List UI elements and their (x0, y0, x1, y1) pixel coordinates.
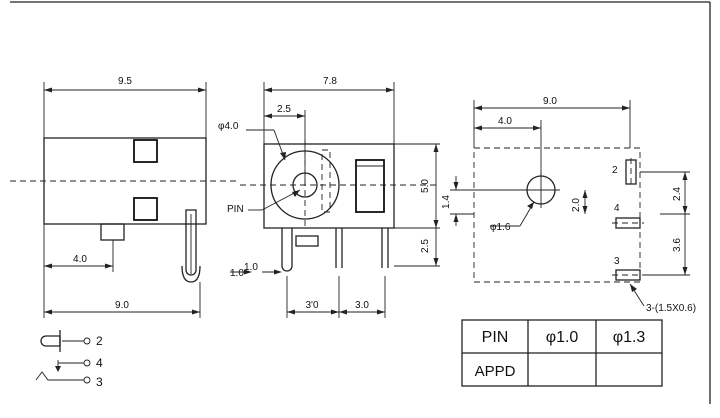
side-pin (185, 209, 197, 276)
footprint-pad-2-label: 2 (612, 165, 618, 176)
front-hole-label: φ4.0 (218, 121, 239, 132)
table-header-a: φ1.0 (546, 329, 579, 346)
front-leg-tab (295, 235, 319, 247)
front-offset-label: 2.5 (277, 104, 291, 115)
side-square-upper (133, 139, 158, 163)
side-pin-end (181, 265, 201, 283)
plug-symbol (40, 335, 61, 347)
front-height-lower-label: 2.5 (420, 239, 431, 253)
side-pin-gap-label: 1.0 (230, 268, 244, 279)
side-width-bottom-label: 9.0 (115, 300, 129, 311)
schematic-legend: 2 4 3 (35, 330, 103, 389)
front-height-upper-label: 5.0 (420, 179, 431, 193)
front-hidden-feature (321, 149, 331, 213)
front-width-label: 7.8 (323, 76, 337, 87)
approval-table: PIN φ1.0 φ1.3 APPD (461, 319, 663, 387)
terminal-4-icon (83, 359, 91, 367)
front-spacing-a-label: 3'0 (305, 300, 318, 311)
front-leg-left (281, 228, 293, 272)
footprint-offset-label: 4.0 (498, 116, 512, 127)
table-header-pin: PIN (482, 329, 509, 346)
legend-pin-4-label: 4 (96, 356, 103, 370)
footprint-hole-label: φ1.6 (490, 222, 511, 233)
switch-contact-symbol (35, 371, 84, 381)
footprint-dim-d-label: 3.6 (672, 238, 683, 252)
front-spacing-b-label: 3.0 (355, 300, 369, 311)
front-pin-label: PIN (227, 204, 244, 215)
footprint-view: 9.0 4.0 φ1.6 1.4 2.0 2 (441, 96, 696, 314)
footprint-dim-b-label: 2.0 (571, 198, 582, 212)
side-square-lower (133, 197, 158, 221)
legend-pin-2-label: 2 (96, 334, 103, 348)
front-body-outline (263, 143, 395, 229)
side-tab (100, 223, 125, 241)
terminal-2-icon (83, 337, 91, 345)
footprint-outline (473, 147, 641, 283)
footprint-slot-label: 3-(1.5X0.6) (646, 303, 696, 314)
footprint-pad-4-label: 4 (614, 203, 620, 214)
front-pin-dia-label: 1.0 (244, 262, 258, 273)
footprint-width-label: 9.0 (543, 96, 557, 107)
footprint-dim-c-label: 2.4 (672, 187, 683, 201)
front-slot (355, 159, 385, 213)
front-view: 7.8 2.5 φ4.0 PIN (218, 76, 440, 318)
side-offset-label: 4.0 (73, 254, 87, 265)
table-row-label: APPD (475, 363, 516, 380)
footprint-pad-3-label: 3 (614, 256, 620, 267)
terminal-3-icon (83, 376, 91, 384)
table-header-b: φ1.3 (613, 329, 646, 346)
side-width-top-label: 9.5 (118, 76, 132, 87)
footprint-dim-a-label: 1.4 (441, 195, 452, 209)
legend-pin-3-label: 3 (96, 375, 103, 389)
side-view: 9.5 4.0 9.0 1.0 (10, 76, 252, 318)
